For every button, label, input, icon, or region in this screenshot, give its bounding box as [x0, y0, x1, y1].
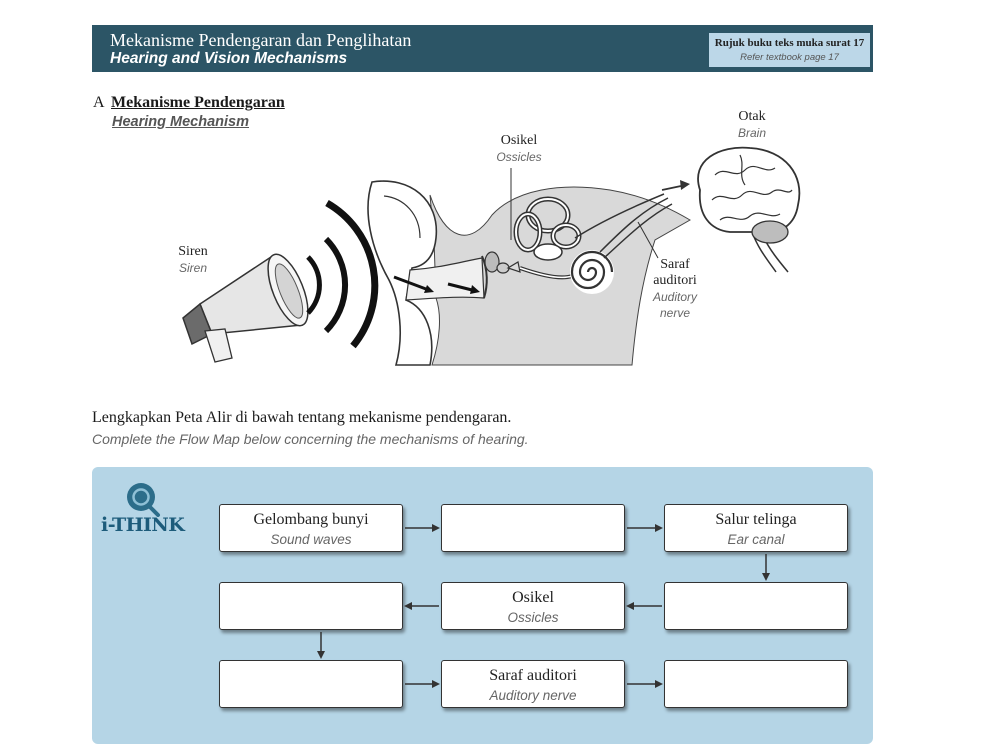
outer-ear-fold [383, 195, 421, 239]
label-nerve-en-line1: Auditory [652, 290, 698, 304]
flow-box-text-ms: Saraf auditori [489, 667, 577, 684]
label-siren-en: Siren [178, 261, 207, 275]
sound-wave-small [306, 255, 322, 315]
auditory-nerve-fiber-3 [574, 193, 665, 239]
sound-direction-arrowhead-1 [424, 285, 434, 293]
brain-fold-2 [711, 189, 793, 201]
label-nerve-ms-line1: Saraf [660, 257, 690, 272]
nerve-leader-line [637, 221, 659, 259]
header-title-ms: Mekanisme Pendengaran dan Penglihatan [110, 30, 412, 50]
label-nerve-en-line2: nerve [659, 306, 691, 320]
label-ossicles-en: Ossicles [496, 150, 542, 164]
sound-direction-arrowhead-2 [470, 285, 480, 294]
brain-outline [697, 146, 801, 234]
brain-illustration [697, 146, 801, 273]
ossicle-hammer [484, 251, 500, 273]
flow-box-text-en: Sound waves [270, 532, 352, 547]
cerebellum [751, 220, 789, 244]
arrowhead-row1-a [432, 524, 440, 532]
logo-lens [132, 488, 150, 506]
label-ossicles-ms: Osikel [500, 133, 538, 148]
arrowhead-row1-b [655, 524, 663, 532]
flow-box-text-en: Auditory nerve [489, 688, 577, 703]
megaphone-handle [204, 328, 233, 363]
cochlea-base [570, 250, 614, 294]
page-header: Mekanisme Pendengaran dan Penglihatan He… [92, 25, 873, 72]
magnifier-bubble-icon [127, 483, 160, 517]
brain-fold-4 [739, 154, 746, 186]
cochlea-spiral [570, 250, 614, 290]
reference-text-en: Refer textbook page 17 [740, 52, 839, 63]
arrowhead-row2-b [404, 602, 412, 610]
semicircular-canal-2-lumen [515, 213, 541, 251]
arrowhead-down-right [762, 573, 770, 581]
flow-box-text-en: Ossicles [507, 610, 559, 625]
answer-box-6[interactable] [219, 582, 403, 630]
logo-handle [148, 505, 160, 517]
answer-box-7[interactable] [219, 660, 403, 708]
arrowhead-row3-a [432, 680, 440, 688]
textbook-reference: Rujuk buku teks muka surat 17 Refer text… [709, 33, 870, 67]
answer-box-4[interactable] [664, 582, 848, 630]
signal-to-brain-arrowhead [680, 180, 690, 190]
flow-box-ear-canal: Salur telinga Ear canal [664, 504, 848, 552]
eardrum [481, 255, 488, 299]
label-nerve-ms-line2: auditori [653, 273, 697, 288]
flow-map-panel: i-THINK Gelombang bunyi Sound waves Salu… [92, 467, 873, 744]
section-title-ms: Mekanisme Pendengaran [111, 94, 285, 111]
instruction-ms: Lengkapkan Peta Alir di bawah tentang me… [92, 409, 512, 426]
logo-bubble [127, 483, 155, 511]
auditory-nerve-fiber-2 [603, 203, 673, 259]
hearing-diagram [182, 146, 801, 366]
auditory-nerve-fiber-1 [599, 197, 669, 253]
arrowhead-row3-b [655, 680, 663, 688]
flow-box-text-ms: Osikel [512, 589, 554, 606]
flow-box-text-ms: Salur telinga [715, 511, 797, 528]
brain-fold-1 [714, 165, 776, 176]
ossicle-stirrup [506, 261, 521, 273]
flow-box-sound-waves: Gelombang bunyi Sound waves [219, 504, 403, 552]
inner-ear-duct-lumen [519, 267, 573, 279]
sound-direction-arrow-1 [393, 275, 427, 291]
brain-fold-3 [719, 212, 781, 221]
arrowhead-row2-a [626, 602, 634, 610]
i-think-logo: i-THINK [101, 514, 185, 536]
answer-box-2[interactable] [441, 504, 625, 552]
section-letter: A [93, 94, 105, 111]
answer-box-9[interactable] [664, 660, 848, 708]
sound-wave-medium [323, 236, 349, 334]
flow-box-text-ms: Gelombang bunyi [253, 511, 369, 528]
flow-box-auditory-nerve: Saraf auditori Auditory nerve [441, 660, 625, 708]
flow-box-text-en: Ear canal [727, 532, 785, 547]
vestibule [533, 243, 563, 261]
sound-wave-large [325, 199, 379, 349]
flow-box-ossicles: Osikel Ossicles [441, 582, 625, 630]
instruction-en: Complete the Flow Map below concerning t… [92, 431, 529, 447]
reference-text-ms: Rujuk buku teks muka surat 17 [714, 37, 865, 49]
section-title-en: Hearing Mechanism [112, 114, 249, 130]
header-title-en: Hearing and Vision Mechanisms [110, 50, 348, 67]
megaphone-bell-inner [274, 263, 304, 319]
signal-to-brain-arrow [661, 185, 682, 191]
megaphone-illustration [182, 253, 309, 363]
label-brain-ms: Otak [738, 109, 766, 124]
label-siren-ms: Siren [178, 244, 208, 259]
arrowhead-down-left [317, 651, 325, 659]
label-brain-en: Brain [737, 126, 766, 140]
sound-direction-arrow-2 [447, 282, 473, 292]
